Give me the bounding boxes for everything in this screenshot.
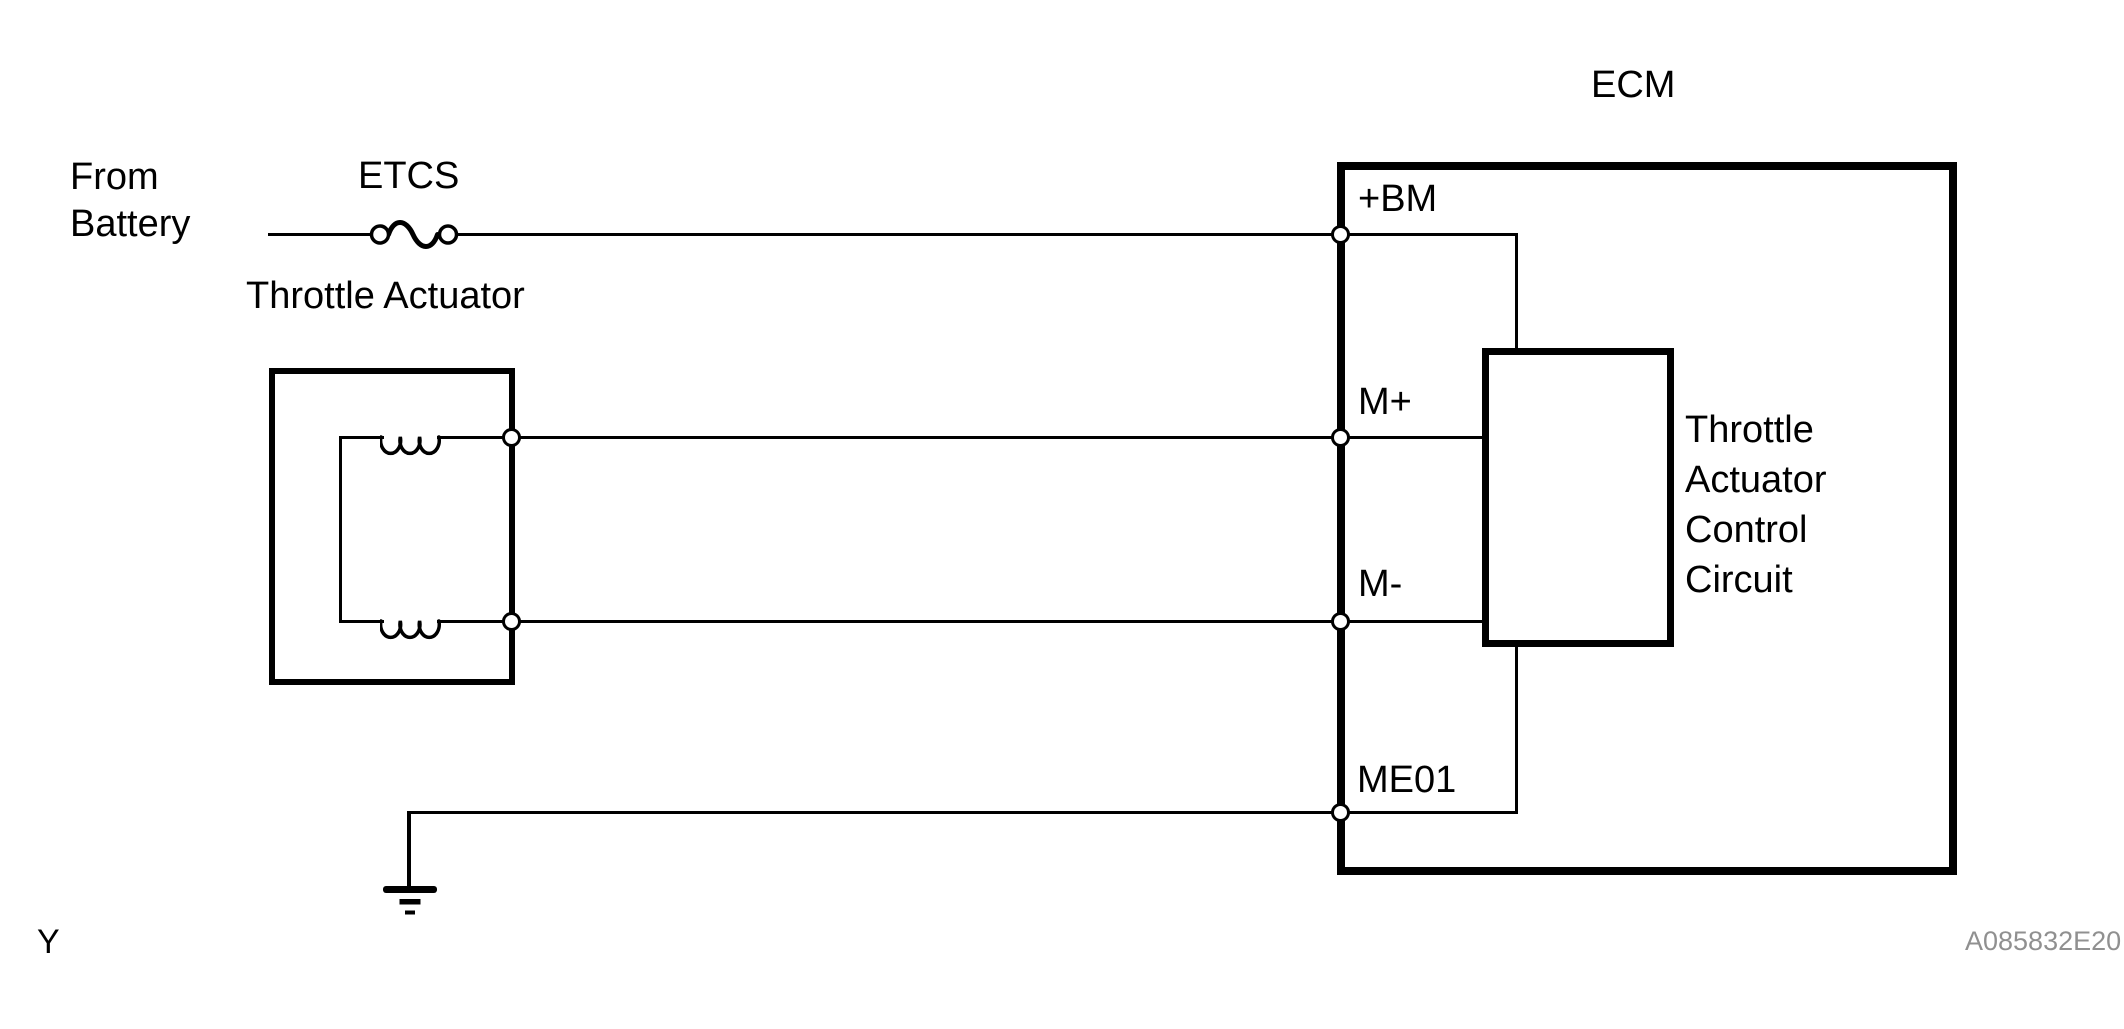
fuse-icon: [369, 220, 459, 249]
terminal-ecm-mminus: [1331, 612, 1350, 631]
fuse-label: ETCS: [358, 155, 460, 197]
tacc-label-line1: Throttle: [1685, 409, 1814, 451]
terminal-ecm-bm: [1331, 225, 1350, 244]
page-marker: Y: [37, 923, 60, 961]
figure-code: A085832E20: [1965, 926, 2122, 956]
wire-coil-bottom-stub-right: [437, 620, 512, 623]
terminal-ecm-mplus: [1331, 428, 1350, 447]
wire-battery-to-fuse: [268, 233, 372, 236]
wire-ground-stem: [407, 811, 411, 888]
wire-coil-top-stub-right: [437, 436, 512, 439]
terminal-label-bm: +BM: [1358, 178, 1438, 220]
wire-coil-bottom-stub-left: [339, 620, 384, 623]
wire-mplus-internal: [1341, 436, 1487, 439]
from-battery-line1: From: [70, 156, 159, 198]
wire-coil-top-stub-left: [339, 436, 384, 439]
terminal-actuator-mplus: [502, 428, 521, 447]
terminal-ecm-me01: [1331, 803, 1350, 822]
throttle-actuator-control-circuit-label: Throttle Actuator Control Circuit: [1685, 405, 1827, 605]
wire-mminus-internal: [1341, 620, 1487, 623]
throttle-actuator-control-circuit-box: [1482, 348, 1674, 647]
wire-fuse-to-ecm-bm: [456, 233, 1341, 236]
from-battery-label: From Battery: [70, 154, 190, 248]
tacc-label-line2: Actuator: [1685, 459, 1827, 501]
from-battery-line2: Battery: [70, 203, 191, 245]
coil-icon: [380, 619, 441, 640]
terminal-label-me01: ME01: [1357, 759, 1457, 801]
wire-bm-internal-h: [1341, 233, 1518, 236]
tacc-label-line4: Circuit: [1685, 559, 1793, 601]
coil-icon: [380, 435, 441, 456]
terminal-label-mplus: M+: [1358, 381, 1412, 423]
ecm-box: [1337, 162, 1957, 875]
wire-bm-internal-v: [1515, 233, 1518, 352]
tacc-label-line3: Control: [1685, 509, 1808, 551]
ground-icon: [383, 886, 437, 915]
ecm-label: ECM: [1591, 64, 1676, 106]
throttle-actuator-label: Throttle Actuator: [246, 275, 525, 317]
wire-coil-loop-vertical: [339, 436, 342, 623]
terminal-label-mminus: M-: [1358, 563, 1403, 605]
wire-mplus-actuator-to-ecm: [512, 436, 1341, 439]
terminal-actuator-mminus: [502, 612, 521, 631]
wire-me01-internal-h: [1341, 811, 1518, 814]
wire-mminus-actuator-to-ecm: [512, 620, 1341, 623]
throttle-actuator-box: [269, 368, 515, 685]
wire-me01-internal-v: [1515, 643, 1518, 814]
wire-ground-to-me01: [409, 811, 1341, 814]
